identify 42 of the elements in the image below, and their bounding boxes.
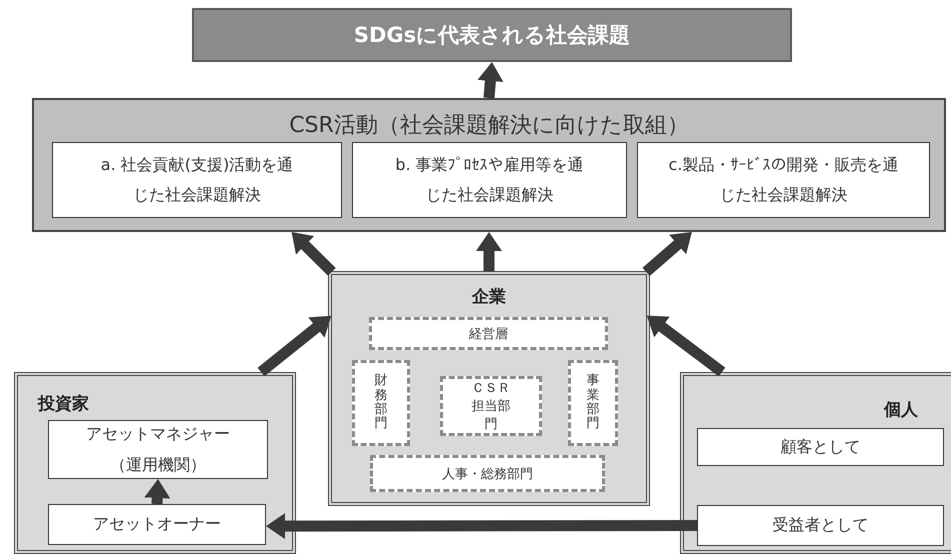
box-label: SDGsに代表される社会課題 xyxy=(354,22,630,49)
department-box xyxy=(370,455,605,492)
block-arrow xyxy=(642,232,692,276)
box-label: アセットマネジャー（運用機関） xyxy=(85,423,231,476)
block-arrow xyxy=(476,232,502,271)
block-arrow xyxy=(266,513,697,540)
process-box xyxy=(637,142,930,218)
organization-panel xyxy=(328,271,650,506)
box-label: ＣＳＲ担当部門 xyxy=(470,380,512,433)
department-box xyxy=(440,376,542,436)
role-box xyxy=(697,505,944,546)
block-arrow xyxy=(292,232,336,276)
box-label: 財務部門 xyxy=(374,374,388,432)
panel-heading: CSR活動（社会課題解決に向けた取組） xyxy=(288,112,690,140)
process-box xyxy=(352,142,627,218)
role-box xyxy=(48,420,268,479)
activity-panel xyxy=(32,98,946,232)
panel-heading: 企業 xyxy=(470,286,507,308)
block-arrow xyxy=(258,316,332,376)
stakeholder-panel xyxy=(680,372,951,554)
department-box xyxy=(369,317,608,350)
department-box xyxy=(568,360,618,446)
box-label: c.製品・ｻｰﾋﾞｽの開発・販売を通じた社会課題解決 xyxy=(668,154,900,206)
box-label: アセットオーナー xyxy=(93,513,221,536)
process-box xyxy=(52,142,342,218)
department-box xyxy=(352,360,410,446)
stakeholder-panel xyxy=(14,372,296,554)
box-label: a. 社会貢献(支援)活動を通じた社会課題解決 xyxy=(100,154,294,206)
panel-heading: 投資家 xyxy=(38,393,89,415)
box-label: b. 事業ﾌﾟﾛｾｽや雇用等を通じた社会課題解決 xyxy=(394,154,585,206)
role-box xyxy=(697,428,944,466)
box-label: 顧客として xyxy=(780,436,860,458)
heading-banner xyxy=(192,8,792,62)
block-arrow xyxy=(477,62,504,98)
block-arrow xyxy=(646,316,726,376)
panel-heading: 個人 xyxy=(884,399,918,421)
box-label: 経営層 xyxy=(469,326,508,342)
box-label: 受益者として xyxy=(772,514,868,536)
box-label: 人事・総務部門 xyxy=(442,466,533,482)
role-box xyxy=(48,504,266,545)
block-arrow xyxy=(144,479,170,504)
box-label: 事業部門 xyxy=(586,374,600,432)
